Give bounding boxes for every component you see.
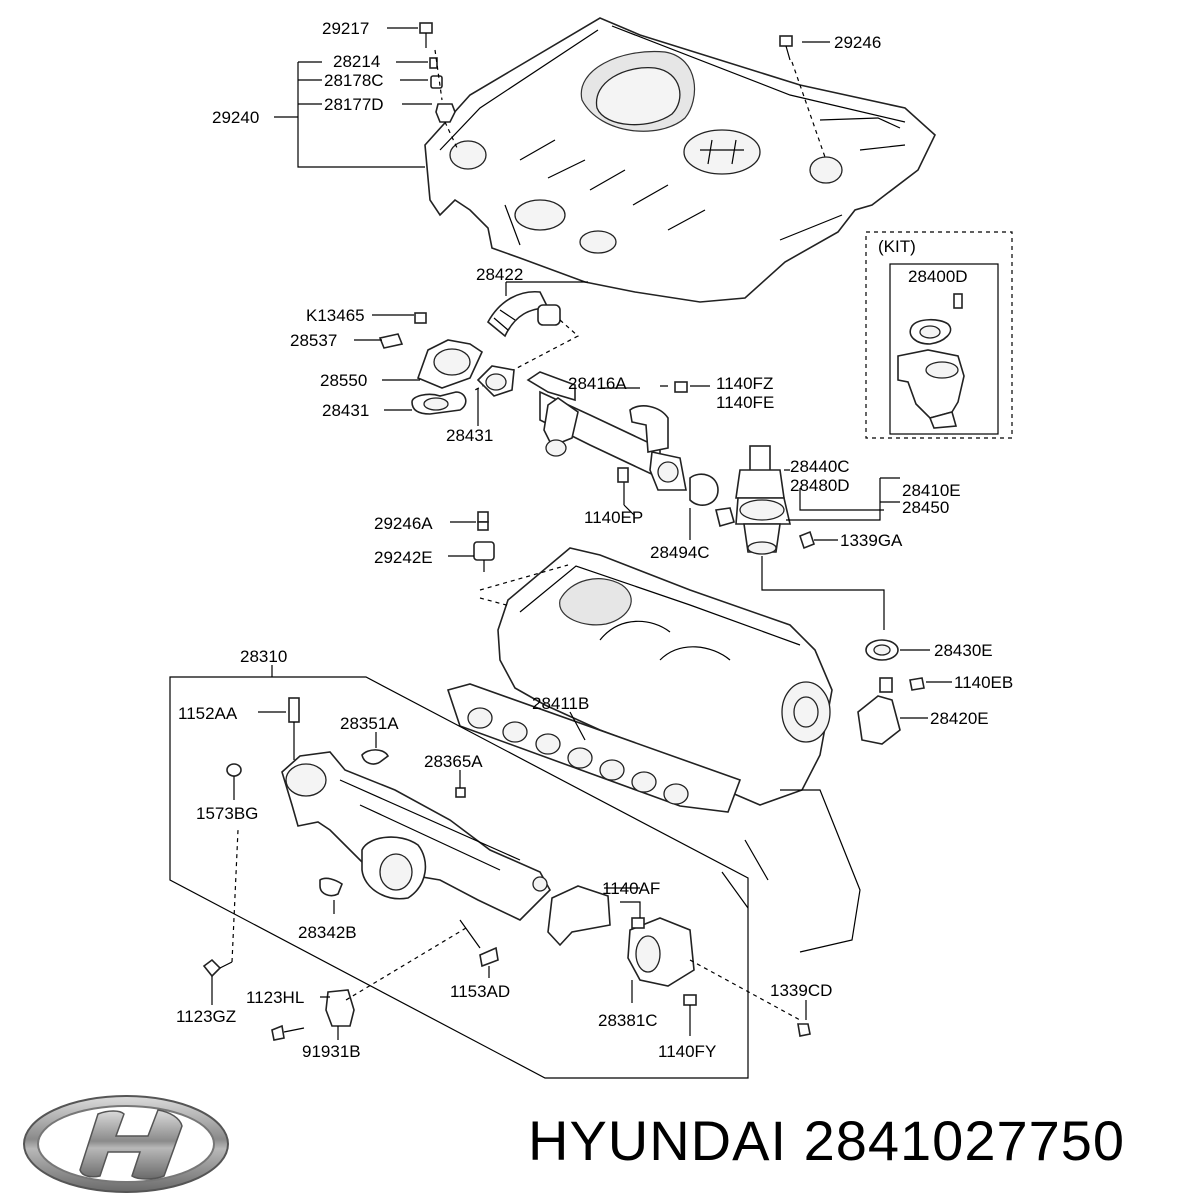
label-1140AF: 1140AF — [602, 879, 660, 898]
label-1140EB: 1140EB — [954, 673, 1013, 692]
label-28537: 28537 — [290, 331, 337, 350]
engine-cover — [424, 17, 936, 303]
label-28381C: 28381C — [598, 1011, 658, 1030]
label-28310: 28310 — [240, 647, 287, 666]
label-1339GA: 1339GA — [840, 531, 903, 550]
label-28431-left: 28431 — [322, 401, 369, 420]
label-1140EP: 1140EP — [584, 508, 643, 527]
egr-cooler — [526, 371, 735, 540]
cylinder-head — [479, 547, 861, 953]
label-28342B: 28342B — [298, 923, 357, 942]
label-28480D: 28480D — [790, 476, 850, 495]
lower-fasteners — [202, 829, 467, 1041]
intake-manifold-frame — [169, 665, 749, 1079]
part-labels: 29217 29246 28214 28178C 29240 28177D 28… — [176, 19, 1013, 1061]
label-28450: 28450 — [902, 498, 949, 517]
label-28351A: 28351A — [340, 714, 399, 733]
label-28410E: 28410E — [902, 481, 961, 500]
label-28416A: 28416A — [568, 374, 627, 393]
brand-name: HYUNDAI — [528, 1109, 788, 1172]
label-28214: 28214 — [333, 52, 380, 71]
label-28430E: 28430E — [934, 641, 993, 660]
label-28494C: 28494C — [650, 543, 710, 562]
label-1123GZ: 1123GZ — [176, 1007, 236, 1026]
label-28400D: 28400D — [908, 267, 968, 286]
leader-lines-cover — [274, 27, 830, 168]
kit-box — [865, 231, 1013, 439]
intake-manifold — [226, 697, 551, 978]
label-29246A: 29246A — [374, 514, 433, 533]
egr-hose — [474, 281, 588, 391]
label-28411B: 28411B — [532, 694, 589, 713]
label-28431-right: 28431 — [446, 426, 493, 445]
label-1152AA: 1152AA — [178, 704, 238, 723]
label-28177D: 28177D — [324, 95, 384, 114]
brand-part-number: HYUNDAI 2841027750 — [528, 1108, 1125, 1173]
label-1573BG: 1573BG — [196, 804, 258, 823]
label-1339CD: 1339CD — [770, 981, 832, 1000]
label-1140FE: 1140FE — [716, 393, 774, 412]
label-1153AD: 1153AD — [450, 982, 510, 1001]
label-1123HL: 1123HL — [246, 988, 304, 1007]
label-28178C: 28178C — [324, 71, 384, 90]
label-28440C: 28440C — [790, 457, 850, 476]
label-28550: 28550 — [320, 371, 367, 390]
fasteners-mid — [448, 511, 495, 572]
label-29217: 29217 — [322, 19, 369, 38]
label-kit: (KIT) — [878, 237, 916, 256]
label-29242E: 29242E — [374, 548, 433, 567]
label-28422: 28422 — [476, 265, 523, 284]
label-29246: 29246 — [834, 33, 881, 52]
label-1140FY: 1140FY — [658, 1042, 716, 1061]
manifold-gasket — [446, 683, 742, 813]
label-K13465: K13465 — [306, 306, 365, 325]
cover-fasteners — [419, 22, 827, 161]
egr-pipe-right — [857, 639, 952, 745]
part-number: 2841027750 — [803, 1109, 1126, 1172]
throttle-body — [547, 885, 811, 1037]
egr-valve — [735, 445, 900, 630]
label-28365A: 28365A — [424, 752, 483, 771]
label-28420E: 28420E — [930, 709, 989, 728]
label-29240: 29240 — [212, 108, 259, 127]
hyundai-logo-icon — [23, 1095, 229, 1193]
egr-flange-left — [354, 312, 515, 426]
label-1140FZ: 1140FZ — [716, 374, 773, 393]
label-91931B: 91931B — [302, 1042, 361, 1061]
